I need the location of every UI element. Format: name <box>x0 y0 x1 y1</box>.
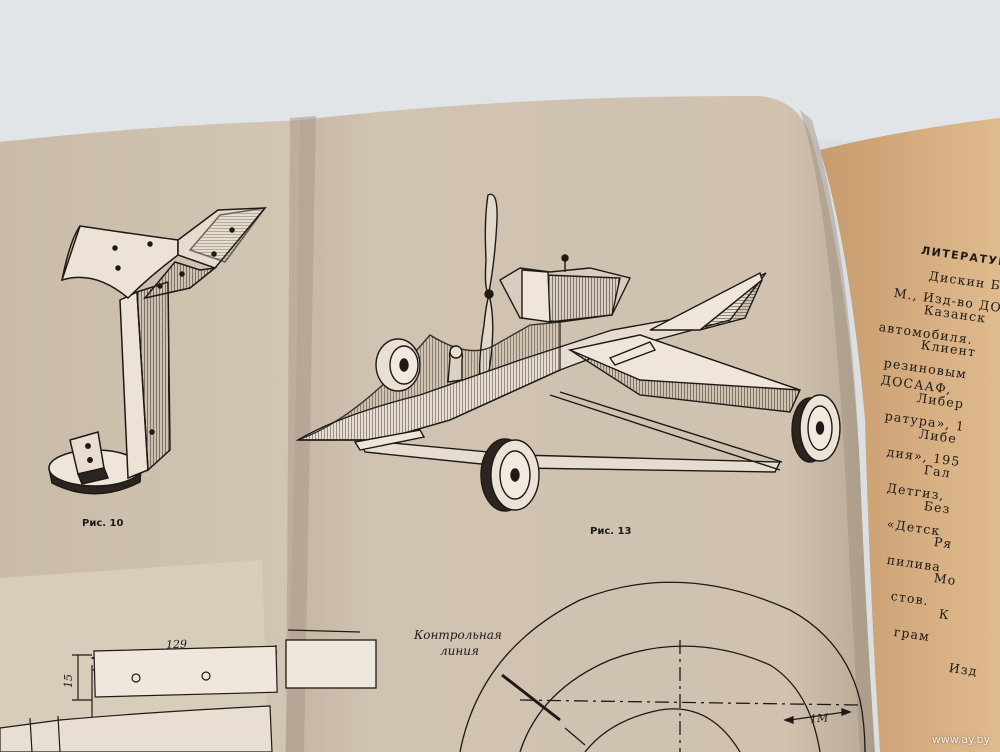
third-page <box>820 118 1000 752</box>
page-edge-shadow <box>800 110 875 752</box>
figure-13-drawing <box>295 193 841 512</box>
figure-10-caption: Рис. 10 <box>82 518 124 529</box>
control-line-label-1: Контрольная <box>414 628 502 642</box>
dimension-width-label: 129 <box>165 637 188 652</box>
literature-line: Ря <box>932 534 954 552</box>
literature-line: К <box>937 606 951 623</box>
figure-13-caption: Рис. 13 <box>590 526 632 537</box>
figure-10-drawing <box>48 206 267 495</box>
gutter-shadow <box>286 116 316 752</box>
wheel-rear <box>791 394 841 463</box>
control-line-label-2: линия <box>440 644 479 658</box>
dimension-small-label: 1М <box>809 711 829 726</box>
left-dimension-drawing <box>0 645 278 752</box>
control-line-circle-drawing <box>285 581 866 752</box>
wheel-front-right <box>480 438 540 512</box>
right-page <box>285 95 875 752</box>
dimension-height-label: 15 <box>62 674 75 688</box>
wheel-front-left <box>375 338 421 392</box>
watermark: www.ay.by <box>931 733 990 746</box>
literature-line: Мо <box>932 570 958 589</box>
